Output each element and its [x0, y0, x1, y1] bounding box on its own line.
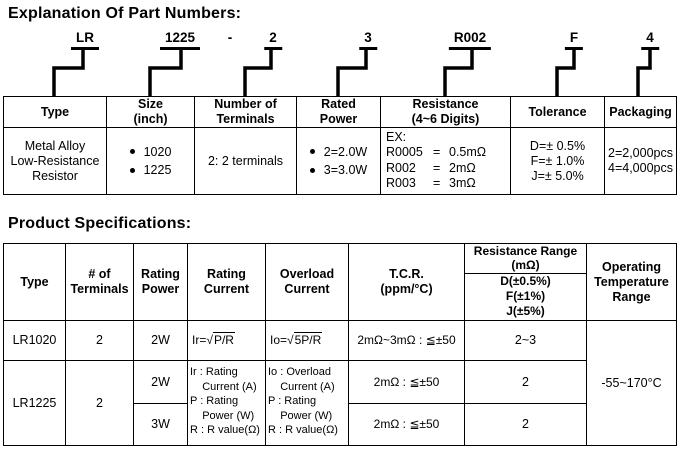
- resistance-code: R002: [386, 160, 416, 175]
- part-number-table-header-row: Type Size (inch) Number of Terminals Rat…: [3, 96, 677, 128]
- size-option: 1225: [129, 161, 172, 179]
- connector-line: [243, 49, 273, 97]
- rated-power-option-label: 3=3.0W: [323, 163, 368, 177]
- product-specs-section-title: Product Specifications:: [8, 215, 192, 232]
- sqrt-symbol: √: [206, 333, 213, 348]
- resistance-code: R003: [386, 176, 416, 191]
- connector-line: [52, 49, 85, 97]
- connector-line: [555, 49, 576, 97]
- bullet-icon: [129, 149, 135, 155]
- connector-line: [336, 49, 368, 97]
- spec-row-lr1225-2w: LR1225 2 2W Ir : Rating Current (A) P : …: [3, 360, 677, 446]
- part-code-type: LR: [71, 30, 99, 50]
- t2-cell-rating-current-legend: Ir : Rating Current (A) P : Rating Power…: [187, 360, 266, 446]
- t2-cell-range-lr1225-2w: 2: [464, 360, 587, 404]
- resistance-value: 3mΩ: [449, 176, 476, 191]
- resistance-code: R0005: [386, 145, 423, 160]
- t2-cell-rating-current-formula: Ir=√P/R: [187, 320, 266, 361]
- t1-header-rated-power: Rated Power: [296, 96, 381, 128]
- equals-sign: =: [433, 176, 441, 191]
- t1-header-packaging: Packaging: [604, 96, 677, 128]
- part-code-power: 3: [359, 30, 377, 50]
- t2-cell-type-lr1020: LR1020: [3, 320, 66, 361]
- part-code-packaging: 4: [641, 30, 659, 50]
- connector-line: [148, 49, 183, 97]
- bullet-icon: [309, 149, 315, 155]
- t1-cell-sizes: 1020 1225: [106, 127, 195, 195]
- formula-radicand: P/R: [212, 332, 235, 348]
- t1-header-terminals: Number of Terminals: [194, 96, 297, 128]
- t1-cell-rated-power: 2=2.0W 3=3.0W: [296, 127, 381, 195]
- t2-cell-power-lr1225-2w: 2W: [133, 360, 188, 404]
- size-option-label: 1020: [143, 144, 172, 159]
- bullet-icon: [309, 167, 315, 173]
- t2-cell-terminals-lr1020: 2: [65, 320, 134, 361]
- t2-cell-tcr-lr1225-2w: 2mΩ : ≦±50: [348, 360, 465, 404]
- part-code-resistance: R002: [448, 30, 492, 50]
- t1-cell-terminals: 2: 2 terminals: [194, 127, 297, 195]
- part-number-table: Type Size (inch) Number of Terminals Rat…: [3, 96, 677, 195]
- connector-line: [443, 49, 474, 97]
- resistance-value: 2mΩ: [449, 160, 476, 175]
- rated-power-option: 3=3.0W: [309, 161, 368, 179]
- part-code-tolerance: F: [564, 30, 584, 50]
- t2-header-terminals: # of Terminals: [65, 243, 134, 321]
- equals-sign: =: [433, 160, 441, 175]
- t1-cell-tolerance: D=± 0.5% F=± 1.0% J=± 5.0%: [510, 127, 605, 195]
- resistance-example-label: EX:: [386, 130, 407, 145]
- t2-header-rating-current: Rating Current: [187, 243, 266, 321]
- rated-power-option: 2=2.0W: [309, 143, 368, 161]
- t2-cell-range-lr1225-3w: 2: [464, 403, 587, 446]
- size-option-label: 1225: [143, 163, 172, 177]
- rated-power-option-label: 2=2.0W: [323, 144, 368, 159]
- t1-header-size: Size (inch): [106, 96, 195, 128]
- product-spec-table: Type # of Terminals Rating Power Rating …: [3, 243, 677, 446]
- t2-header-op-temp: Operating Temperature Range: [586, 243, 677, 321]
- part-code-terminals: 2: [264, 30, 282, 50]
- bullet-icon: [129, 167, 135, 173]
- t1-cell-type: Metal Alloy Low-Resistance Resistor: [3, 127, 107, 195]
- sqrt-symbol: √: [287, 333, 294, 348]
- connector-line: [636, 49, 652, 97]
- t2-cell-overload-current-legend: Io : Overload Current (A) P : Rating Pow…: [265, 360, 349, 446]
- t1-cell-resistance-examples: EX: R0005 = 0.5mΩ R002 = 2mΩ R003 = 3mΩ: [380, 127, 511, 195]
- part-code-dash: -: [227, 30, 233, 45]
- resistance-example-list: R0005 = 0.5mΩ R002 = 2mΩ R003 = 3mΩ: [386, 145, 508, 192]
- t2-cell-type-lr1225: LR1225: [3, 360, 66, 446]
- formula-prefix: Ir=: [192, 333, 207, 348]
- t1-cell-packaging: 2=2,000pcs 4=4,000pcs: [604, 127, 677, 195]
- t2-header-tcr: T.C.R. (ppm/°C): [348, 243, 465, 321]
- t2-header-type: Type: [3, 243, 66, 321]
- t2-header-rating-power: Rating Power: [133, 243, 188, 321]
- t2-cell-power-lr1225-3w: 3W: [133, 403, 188, 446]
- resistance-range-title: Resistance Range (mΩ): [465, 245, 586, 274]
- t2-cell-terminals-lr1225: 2: [65, 360, 134, 446]
- spec-row-lr1225-3w: 3W 2mΩ : ≦±50 2: [4, 403, 677, 446]
- formula-prefix: Io=: [270, 333, 288, 348]
- t2-header-overload-current: Overload Current: [265, 243, 349, 321]
- equals-sign: =: [433, 145, 441, 160]
- part-code-size: 1225: [159, 30, 201, 50]
- t2-cell-overload-current-formula: Io=√5P/R: [265, 320, 349, 361]
- t2-cell-op-temp: -55~170°C: [586, 320, 677, 446]
- size-option: 1020: [129, 143, 172, 161]
- formula-radicand: 5P/R: [293, 332, 323, 348]
- t1-header-resistance: Resistance (4~6 Digits): [380, 96, 511, 128]
- t2-cell-power-lr1020: 2W: [133, 320, 188, 361]
- t2-cell-tcr-lr1225-3w: 2mΩ : ≦±50: [348, 403, 465, 446]
- resistance-range-tolerances: D(±0.5%) F(±1%) J(±5%): [500, 274, 551, 318]
- product-spec-header-row: Type # of Terminals Rating Power Rating …: [3, 243, 677, 321]
- spec-row-lr1020: LR1020 2 2W Ir=√P/R Io=√5P/R 2mΩ~3mΩ : ≦…: [3, 320, 677, 446]
- t2-cell-tcr-lr1020: 2mΩ~3mΩ : ≦±50: [348, 320, 465, 361]
- part-numbers-section-title: Explanation Of Part Numbers:: [8, 5, 242, 22]
- t2-header-resistance-range: Resistance Range (mΩ) D(±0.5%) F(±1%) J(…: [464, 243, 587, 321]
- t1-header-tolerance: Tolerance: [510, 96, 605, 128]
- t1-header-type: Type: [3, 96, 107, 128]
- part-number-table-body-row: Metal Alloy Low-Resistance Resistor 1020…: [3, 127, 677, 195]
- t2-cell-range-lr1020: 2~3: [464, 320, 587, 361]
- resistance-value: 0.5mΩ: [449, 145, 487, 160]
